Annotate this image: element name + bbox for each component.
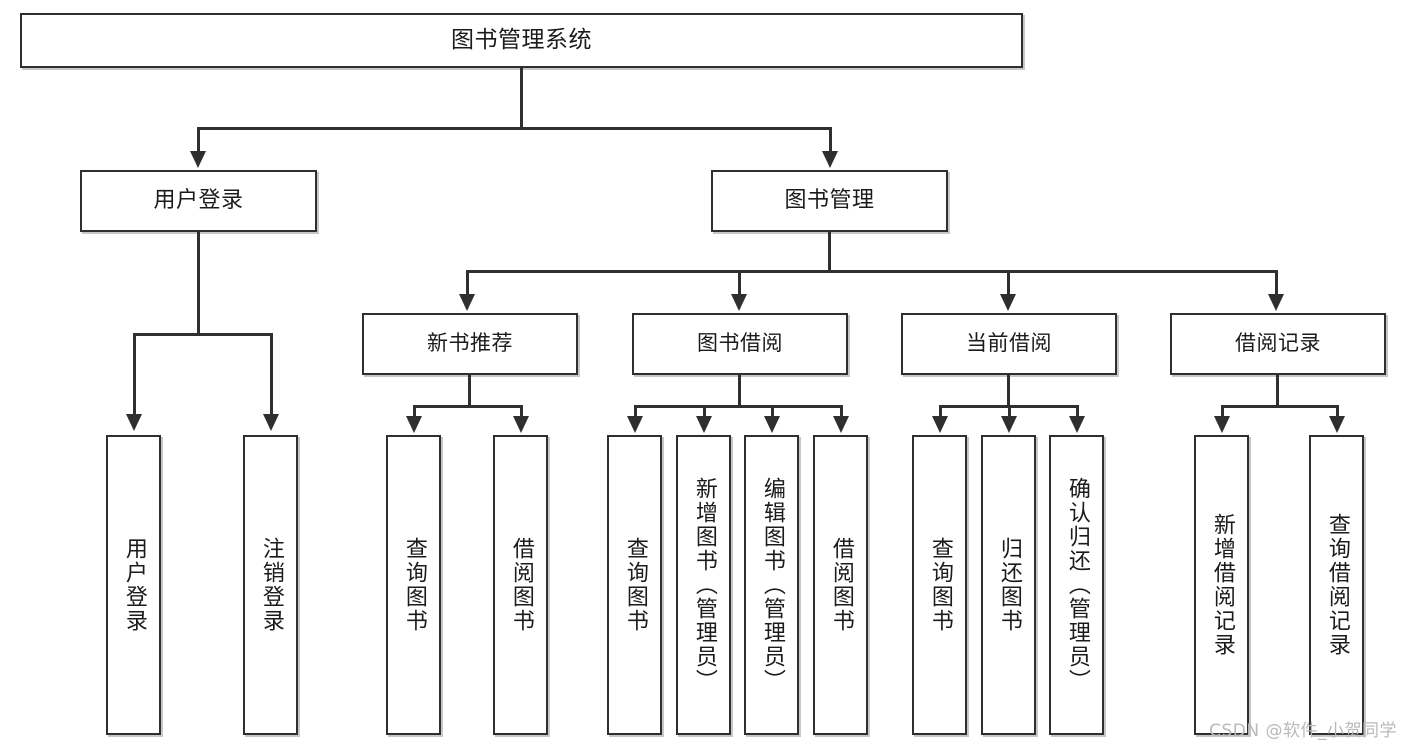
- node-label: 借阅图书: [828, 537, 854, 633]
- connector-level2-drop-left: [197, 127, 200, 152]
- leaf-new-book-recommend-borrow[interactable]: 借阅图书: [493, 435, 548, 735]
- node-current-borrow[interactable]: 当前借阅: [901, 313, 1117, 375]
- arrowhead-new-book-recommend-leaf-2: [513, 416, 529, 433]
- leaf-borrow-record-query[interactable]: 查询借阅记录: [1309, 435, 1364, 735]
- connector-user-login-drop-1: [133, 333, 136, 415]
- arrowhead-book-borrow-leaf-2: [696, 416, 712, 433]
- connector-user-login-stem: [197, 232, 200, 335]
- node-label: 确认归还（管理员）: [1064, 477, 1090, 693]
- connector-level3-drop-2: [738, 270, 741, 295]
- arrowhead-current-borrow-leaf-2: [1001, 416, 1017, 433]
- watermark-text: CSDN @软件_小贺同学: [1209, 721, 1397, 741]
- leaf-new-book-recommend-query[interactable]: 查询图书: [386, 435, 441, 735]
- node-label: 借阅图书: [508, 537, 534, 633]
- arrowhead-to-current-borrow: [1000, 294, 1016, 311]
- leaf-user-login-logout[interactable]: 注销登录: [243, 435, 298, 735]
- connector-level3-drop-1: [466, 270, 469, 295]
- arrowhead-user-login-leaf-2: [263, 414, 279, 431]
- node-label: 新书推荐: [427, 331, 513, 356]
- connector-book-borrow-drop-3: [771, 405, 774, 417]
- node-book-borrow[interactable]: 图书借阅: [632, 313, 848, 375]
- connector-level2-bar: [197, 127, 831, 130]
- leaf-book-borrow-query[interactable]: 查询图书: [607, 435, 662, 735]
- node-label: 编辑图书（管理员）: [759, 477, 785, 693]
- arrowhead-book-borrow-leaf-3: [764, 416, 780, 433]
- arrowhead-user-login-leaf-1: [126, 414, 142, 431]
- connector-level3-bar: [466, 270, 1278, 273]
- node-new-book-recommend[interactable]: 新书推荐: [362, 313, 578, 375]
- node-label: 用户登录: [121, 537, 147, 633]
- arrowhead-book-borrow-leaf-4: [833, 416, 849, 433]
- node-label: 新增图书（管理员）: [691, 477, 717, 693]
- connector-new-book-recommend-drop-1: [413, 405, 416, 417]
- arrowhead-new-book-recommend-leaf-1: [406, 416, 422, 433]
- connector-new-book-recommend-bar: [413, 405, 523, 408]
- node-label: 图书借阅: [697, 331, 783, 356]
- arrowhead-to-book-management: [822, 151, 838, 168]
- connector-level2-drop-right: [829, 127, 832, 152]
- connector-new-book-recommend-drop-2: [520, 405, 523, 417]
- connector-book-borrow-bar: [634, 405, 843, 408]
- leaf-borrow-record-add[interactable]: 新增借阅记录: [1194, 435, 1249, 735]
- node-label: 归还图书: [996, 537, 1022, 633]
- node-book-management[interactable]: 图书管理: [711, 170, 948, 232]
- node-borrow-record[interactable]: 借阅记录: [1170, 313, 1386, 375]
- leaf-current-borrow-return[interactable]: 归还图书: [981, 435, 1036, 735]
- node-label: 当前借阅: [966, 331, 1052, 356]
- connector-book-borrow-drop-1: [634, 405, 637, 417]
- leaf-book-borrow-add[interactable]: 新增图书（管理员）: [676, 435, 731, 735]
- node-label: 注销登录: [258, 537, 284, 633]
- leaf-book-borrow-edit[interactable]: 编辑图书（管理员）: [744, 435, 799, 735]
- node-label: 借阅记录: [1235, 331, 1321, 356]
- connector-new-book-recommend-stem: [468, 375, 471, 407]
- node-label: 图书管理: [784, 188, 875, 214]
- node-label: 图书管理系统: [451, 27, 592, 54]
- node-label: 查询图书: [401, 537, 427, 633]
- leaf-current-borrow-query[interactable]: 查询图书: [912, 435, 967, 735]
- arrowhead-book-borrow-leaf-1: [627, 416, 643, 433]
- connector-book-management-stem: [828, 232, 831, 272]
- node-user-login[interactable]: 用户登录: [80, 170, 317, 232]
- connector-book-borrow-drop-2: [703, 405, 706, 417]
- connector-user-login-bar: [133, 333, 273, 336]
- leaf-user-login-login[interactable]: 用户登录: [106, 435, 161, 735]
- connector-current-borrow-stem: [1007, 375, 1010, 407]
- connector-borrow-record-drop-2: [1336, 405, 1339, 417]
- connector-user-login-drop-2: [270, 333, 273, 415]
- arrowhead-borrow-record-leaf-2: [1329, 416, 1345, 433]
- connector-book-borrow-drop-4: [840, 405, 843, 417]
- arrowhead-to-borrow-record: [1268, 294, 1284, 311]
- node-label: 查询借阅记录: [1324, 513, 1350, 657]
- connector-borrow-record-stem: [1276, 375, 1279, 407]
- node-label: 用户登录: [153, 188, 244, 214]
- connector-current-borrow-drop-1: [939, 405, 942, 417]
- node-root-book-management-system[interactable]: 图书管理系统: [20, 13, 1023, 68]
- connector-current-borrow-drop-2: [1008, 405, 1011, 417]
- node-label: 查询图书: [927, 537, 953, 633]
- node-label: 查询图书: [622, 537, 648, 633]
- connector-book-borrow-stem: [738, 375, 741, 407]
- connector-level3-drop-4: [1275, 270, 1278, 295]
- connector-borrow-record-bar: [1221, 405, 1339, 408]
- leaf-book-borrow-borrow[interactable]: 借阅图书: [813, 435, 868, 735]
- connector-level3-drop-3: [1007, 270, 1010, 295]
- arrowhead-current-borrow-leaf-1: [932, 416, 948, 433]
- leaf-current-borrow-confirm-return[interactable]: 确认归还（管理员）: [1049, 435, 1104, 735]
- node-label: 新增借阅记录: [1209, 513, 1235, 657]
- arrowhead-to-user-login: [190, 151, 206, 168]
- arrowhead-to-book-borrow: [731, 294, 747, 311]
- arrowhead-to-new-book-recommend: [459, 294, 475, 311]
- connector-root-stem: [520, 68, 523, 129]
- arrowhead-current-borrow-leaf-3: [1069, 416, 1085, 433]
- connector-borrow-record-drop-1: [1221, 405, 1224, 417]
- arrowhead-borrow-record-leaf-1: [1214, 416, 1230, 433]
- connector-current-borrow-drop-3: [1076, 405, 1079, 417]
